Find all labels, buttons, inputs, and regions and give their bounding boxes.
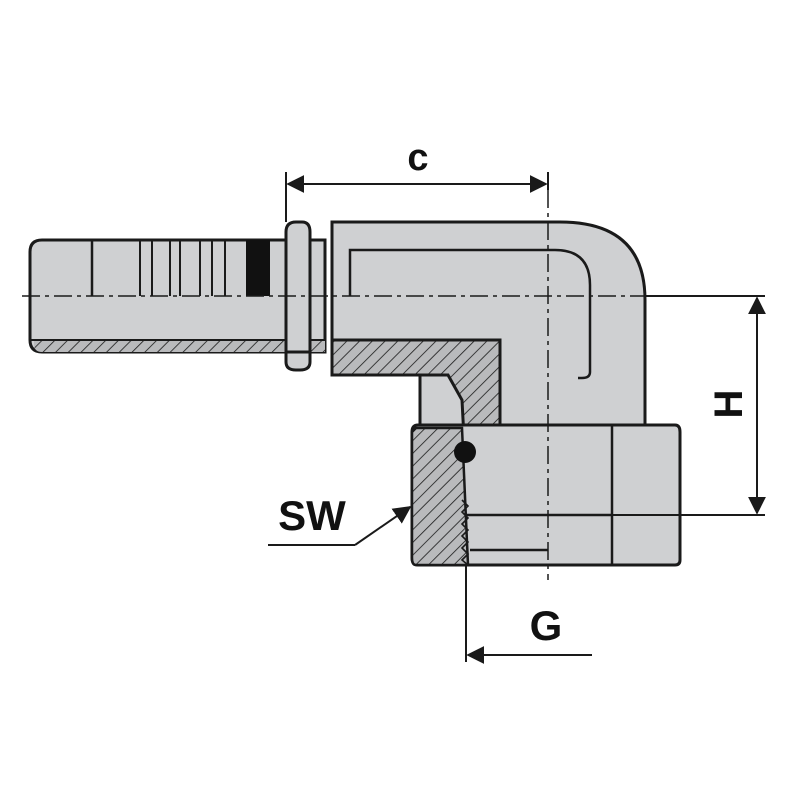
collar <box>284 220 312 354</box>
dimension-c <box>285 172 549 222</box>
retaining-ball <box>454 441 476 463</box>
dimension-g <box>465 565 592 664</box>
elbow-body <box>330 220 647 518</box>
label-g: G <box>530 602 563 649</box>
hose-tail <box>28 220 327 372</box>
label-h: H <box>707 390 751 419</box>
center-lines <box>22 190 765 580</box>
dimension-h <box>645 295 766 516</box>
label-sw: SW <box>278 492 346 539</box>
swivel-nut <box>410 423 682 567</box>
label-c: c <box>407 137 428 179</box>
sw-leader <box>268 505 412 546</box>
o-ring-band <box>246 240 270 296</box>
